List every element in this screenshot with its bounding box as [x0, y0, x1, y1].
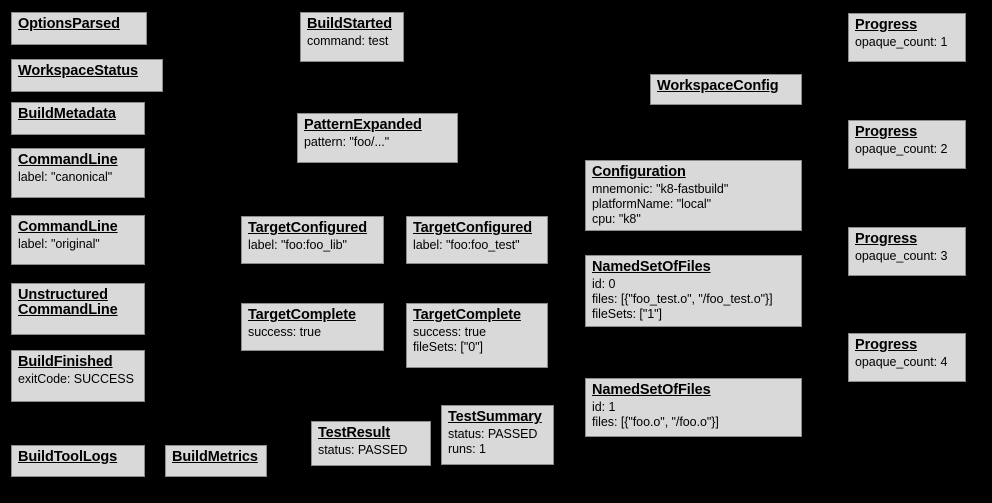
event-node-attribute: files: [{"foo.o", "/foo.o"}] — [592, 414, 719, 429]
event-node-title: TestResult — [318, 425, 391, 441]
event-node-attributes: status: PASSED — [318, 443, 424, 458]
event-node-title: TestSummary — [448, 409, 542, 425]
event-node-attributes: pattern: "foo/..." — [304, 135, 451, 150]
event-node-title: WorkspaceStatus — [18, 63, 138, 79]
event-node-title: WorkspaceConfig — [657, 78, 779, 94]
event-node-attributes: success: true — [248, 325, 377, 340]
event-node-attributes: label: "canonical" — [18, 170, 138, 185]
event-node-title: NamedSetOfFiles — [592, 382, 711, 398]
event-node-title: TargetComplete — [248, 307, 356, 323]
event-node-title: Progress — [855, 337, 918, 353]
event-node-attribute: platformName: "local" — [592, 196, 711, 211]
event-node-title: CommandLine — [18, 219, 118, 235]
event-node-attributes: opaque_count: 4 — [855, 355, 959, 370]
event-node-title: BuildFinished — [18, 354, 113, 370]
event-node-attributes: opaque_count: 2 — [855, 142, 959, 157]
event-node-attributes: label: "foo:foo_test" — [413, 238, 541, 253]
event-node-title: TargetComplete — [413, 307, 521, 323]
event-node-attribute: fileSets: ["1"] — [592, 307, 662, 321]
event-node-title: BuildToolLogs — [18, 449, 118, 465]
event-node-attribute: status: PASSED — [318, 442, 408, 457]
event-node-title: Progress — [855, 17, 918, 33]
event-node-attribute: label: "foo:foo_lib" — [248, 237, 347, 252]
event-node-title: Progress — [855, 124, 918, 140]
event-node-attribute: status: PASSED — [448, 426, 538, 441]
event-node-attribute: label: "foo:foo_test" — [413, 237, 520, 252]
event-node-title: TargetConfigured — [248, 220, 367, 236]
event-node-title: BuildMetrics — [172, 449, 258, 465]
event-node-options-parsed[interactable]: OptionsParsed — [11, 12, 147, 45]
event-node-attribute: exitCode: SUCCESS — [18, 371, 134, 386]
event-node-attribute: pattern: "foo/..." — [304, 134, 390, 149]
event-node-attribute: opaque_count: 4 — [855, 354, 948, 369]
event-node-workspace-config[interactable]: WorkspaceConfig — [650, 74, 802, 105]
event-node-attribute: command: test — [307, 33, 389, 48]
event-node-unstructured-command-line[interactable]: Unstructured CommandLine — [11, 283, 145, 335]
event-node-title: TargetConfigured — [413, 220, 532, 236]
event-node-title: Unstructured CommandLine — [18, 287, 118, 318]
event-node-attribute: id: 0 — [592, 276, 616, 291]
event-node-attribute: fileSets: ["0"] — [413, 339, 483, 354]
event-node-title: Progress — [855, 231, 918, 247]
event-node-attribute: opaque_count: 2 — [855, 141, 948, 156]
event-node-attributes: opaque_count: 1 — [855, 35, 959, 50]
event-node-attributes: label: "foo:foo_lib" — [248, 238, 377, 253]
event-node-build-metrics[interactable]: BuildMetrics — [165, 445, 267, 477]
event-node-build-metadata[interactable]: BuildMetadata — [11, 102, 145, 135]
event-node-attribute: cpu: "k8" — [592, 212, 641, 226]
event-node-attributes: opaque_count: 3 — [855, 249, 959, 264]
event-node-attributes: command: test — [307, 34, 397, 49]
event-node-attributes: label: "original" — [18, 237, 138, 252]
event-node-workspace-status[interactable]: WorkspaceStatus — [11, 59, 163, 92]
event-node-title: BuildMetadata — [18, 106, 116, 122]
event-node-attribute: label: "canonical" — [18, 169, 113, 184]
event-node-attributes: mnemonic: "k8-fastbuild"platformName: "l… — [592, 182, 795, 228]
event-node-attributes: exitCode: SUCCESS — [18, 372, 138, 387]
event-node-attribute: opaque_count: 1 — [855, 34, 948, 49]
event-node-attribute: opaque_count: 3 — [855, 248, 948, 263]
event-node-attribute: runs: 1 — [448, 441, 486, 456]
event-node-title: CommandLine — [18, 152, 118, 168]
event-node-attribute: label: "original" — [18, 236, 100, 251]
event-node-title: Configuration — [592, 164, 686, 180]
event-node-attribute: success: true — [248, 324, 321, 339]
event-node-attribute: files: [{"foo_test.o", "/foo_test.o"}] — [592, 291, 773, 306]
event-node-title: PatternExpanded — [304, 117, 422, 133]
event-node-title: NamedSetOfFiles — [592, 259, 711, 275]
event-node-attribute: success: true — [413, 324, 486, 339]
event-node-attribute: id: 1 — [592, 399, 616, 414]
event-node-attribute: mnemonic: "k8-fastbuild" — [592, 181, 729, 196]
event-node-title: BuildStarted — [307, 16, 393, 32]
event-node-build-tool-logs[interactable]: BuildToolLogs — [11, 445, 145, 477]
event-node-title: OptionsParsed — [18, 16, 120, 32]
